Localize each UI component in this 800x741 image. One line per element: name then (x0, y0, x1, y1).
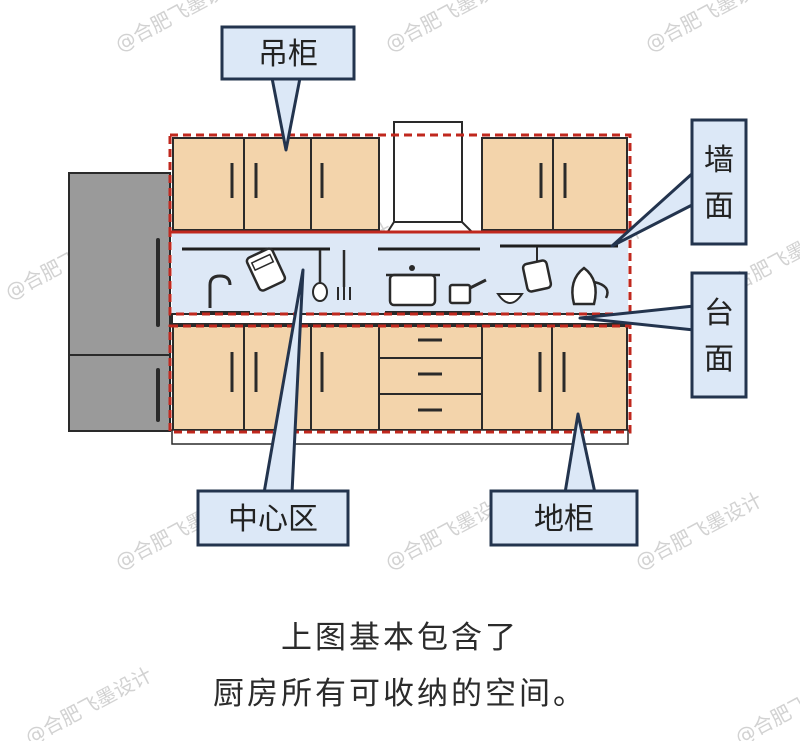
label-counter-surface-char2: 面 (704, 342, 734, 377)
label-wall-cabinet: 吊柜 (220, 25, 356, 81)
label-center-zone-text: 中心区 (228, 502, 318, 537)
label-base-cabinet: 地柜 (489, 489, 639, 547)
label-base-cabinet-text: 地柜 (534, 502, 594, 537)
caption-line-2: 厨房所有可收纳的空间。 (213, 676, 587, 712)
wall-cabinets (172, 137, 628, 231)
label-center-zone: 中心区 (196, 489, 350, 547)
label-counter-surface: 台 面 (690, 271, 748, 399)
label-wall-cabinet-text: 吊柜 (258, 37, 318, 72)
watermark: @合肥飞墨设计 (381, 0, 516, 56)
range-hood (378, 121, 487, 245)
center-zone-outline (168, 230, 632, 316)
watermark: @合肥飞墨设计 (631, 487, 766, 574)
refrigerator (68, 172, 171, 432)
watermark: @合肥飞墨设计 (641, 0, 776, 56)
zone-outlines (168, 133, 632, 434)
label-wall-surface: 墙 面 (690, 118, 748, 246)
label-wall-surface-char2: 面 (704, 189, 734, 224)
wall-cabinet-outline (168, 133, 632, 234)
wall-zone (172, 232, 628, 314)
caption-line-1: 上图基本包含了 (281, 620, 519, 656)
callout-pointers (262, 76, 696, 495)
label-counter-surface-char1: 台 (704, 296, 734, 331)
base-cabinets (171, 325, 629, 445)
base-cabinet-outline (168, 324, 632, 434)
label-wall-surface-char1: 墙 (704, 143, 734, 178)
